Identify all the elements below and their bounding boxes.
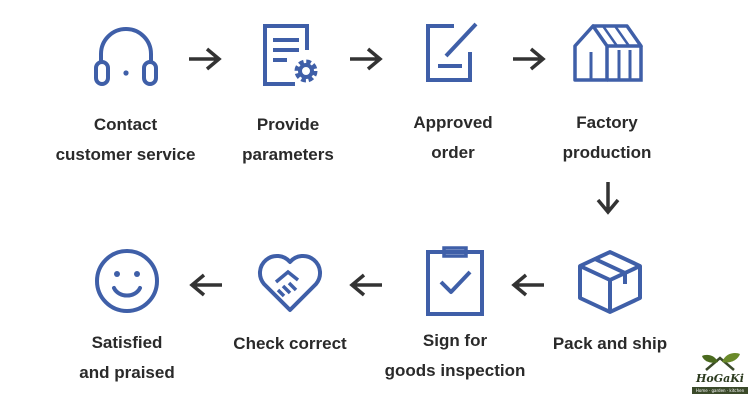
headphones-icon bbox=[93, 27, 158, 86]
arrow-left-icon bbox=[348, 273, 384, 302]
arrow-right-icon bbox=[511, 47, 547, 76]
step-label: Satisfied and praised bbox=[79, 333, 175, 382]
step-label: Factory production bbox=[562, 113, 652, 162]
step-provide-parameters: Provide parameters bbox=[228, 18, 348, 164]
smiley-icon bbox=[95, 249, 159, 313]
leaf-house-icon bbox=[702, 352, 740, 371]
step-check-correct: Check correct bbox=[230, 246, 350, 353]
step-label: Pack and ship bbox=[552, 334, 668, 353]
step-sign-for-goods-inspection: Sign for goods inspection bbox=[385, 244, 525, 380]
brand-logo: HoGaKi Home · garden · kitchen bbox=[692, 350, 748, 398]
document-gear-icon bbox=[263, 24, 318, 86]
arrow-right-icon bbox=[348, 47, 384, 76]
step-label: Sign for goods inspection bbox=[384, 331, 526, 380]
arrow-left-icon bbox=[510, 273, 546, 302]
step-approved-order: Approved order bbox=[393, 16, 513, 162]
edit-document-icon bbox=[426, 22, 478, 82]
step-satisfied-and-praised: Satisfied and praised bbox=[67, 246, 187, 382]
arrow-left-icon bbox=[188, 273, 224, 302]
clipboard-check-icon bbox=[426, 246, 484, 316]
box-icon bbox=[578, 250, 642, 314]
arrow-down-icon bbox=[595, 180, 621, 221]
step-pack-and-ship: Pack and ship bbox=[550, 246, 670, 353]
step-label: Approved order bbox=[413, 113, 493, 162]
step-factory-production: Factory production bbox=[547, 16, 667, 162]
logo-name: HoGaKi bbox=[696, 372, 744, 385]
step-contact: Contact customer service bbox=[56, 18, 195, 164]
step-label: Check correct bbox=[233, 334, 347, 353]
arrow-right-icon bbox=[187, 47, 223, 76]
logo-tagline: Home · garden · kitchen bbox=[692, 387, 748, 394]
greenhouse-icon bbox=[573, 24, 643, 82]
step-label: Contact customer service bbox=[55, 115, 196, 164]
heart-handshake-icon bbox=[258, 254, 322, 312]
step-label: Provide parameters bbox=[242, 115, 334, 164]
